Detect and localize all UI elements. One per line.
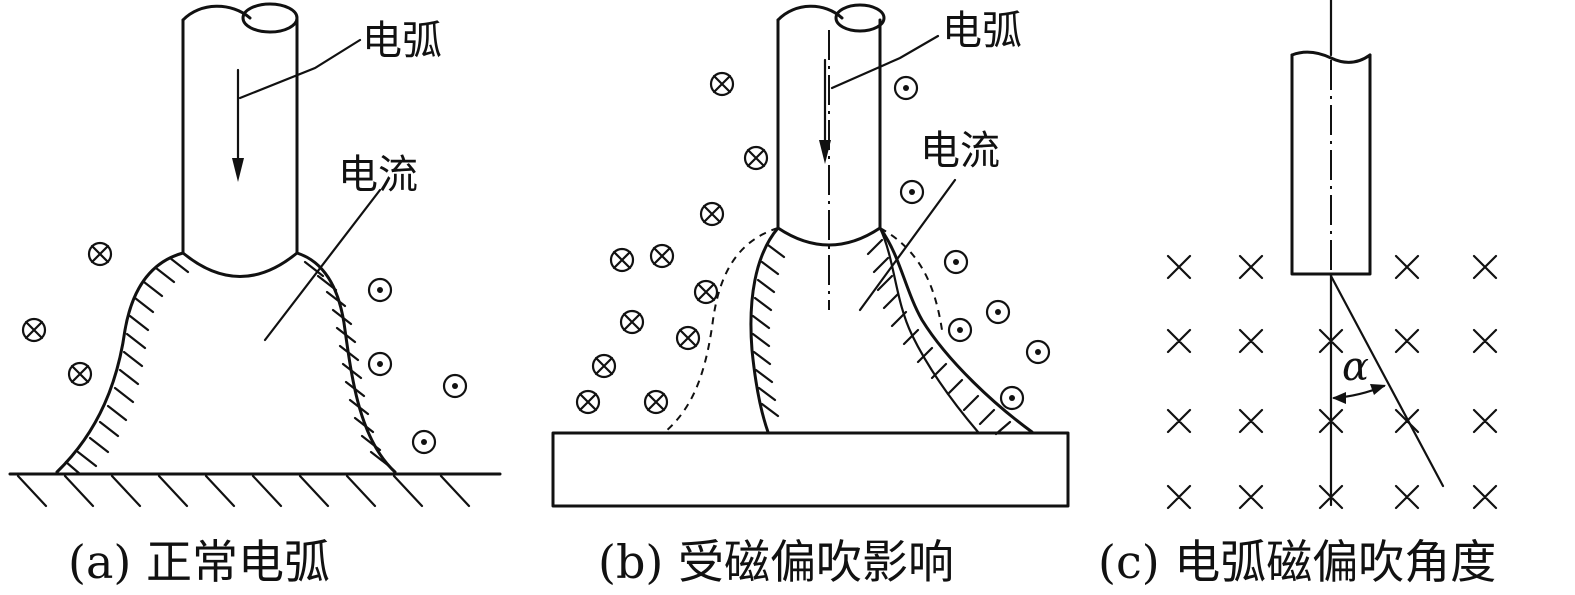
field-in-symbols-a: [21, 241, 113, 387]
caption-c: (c) 电弧磁偏吹角度: [1098, 535, 1496, 589]
arc-hatching-a: [64, 256, 391, 476]
electrode-a: [181, 2, 299, 278]
label-arc-a: 电弧: [362, 18, 442, 64]
angle-arc: [1332, 384, 1386, 404]
panel-a-normal-arc: 电弧 电流 (a) 正常电弧: [8, 2, 502, 589]
field-out-symbols-b: [893, 75, 1051, 411]
panel-b-magnetic-blow: 电弧 电流 (b) 受磁偏吹影响: [551, 3, 1070, 589]
leader-arc-b: [830, 34, 940, 90]
field-cross-symbols-c: [1166, 254, 1498, 510]
panel-c-blow-angle: α (c) 电弧磁偏吹角度: [1098, 0, 1498, 589]
field-out-symbols-a: [367, 277, 468, 455]
caption-b: (b) 受磁偏吹影响: [598, 535, 954, 589]
leader-current-a: [263, 188, 382, 342]
electrode-b: [776, 3, 886, 247]
arc-arrow-a: [232, 68, 244, 182]
caption-a: (a) 正常电弧: [68, 535, 330, 589]
arc-column-b: [749, 226, 780, 434]
leader-current-b: [858, 178, 957, 312]
arc-hatching-b: [751, 238, 1012, 436]
arc-column-a: [55, 251, 185, 474]
angle-label: α: [1342, 344, 1369, 390]
label-current-a: 电流: [338, 152, 418, 198]
workpiece-plate-b: [551, 431, 1070, 508]
original-arc-envelope-b: [664, 227, 779, 433]
label-arc-b: 电弧: [942, 8, 1022, 54]
workpiece-surface-a: [8, 472, 502, 508]
arc-arrow-b: [819, 58, 831, 164]
label-current-b: 电流: [920, 128, 1000, 174]
field-in-symbols-b: [575, 71, 769, 415]
leader-arc-a: [238, 38, 362, 100]
deflected-arc-line: [1329, 274, 1445, 488]
